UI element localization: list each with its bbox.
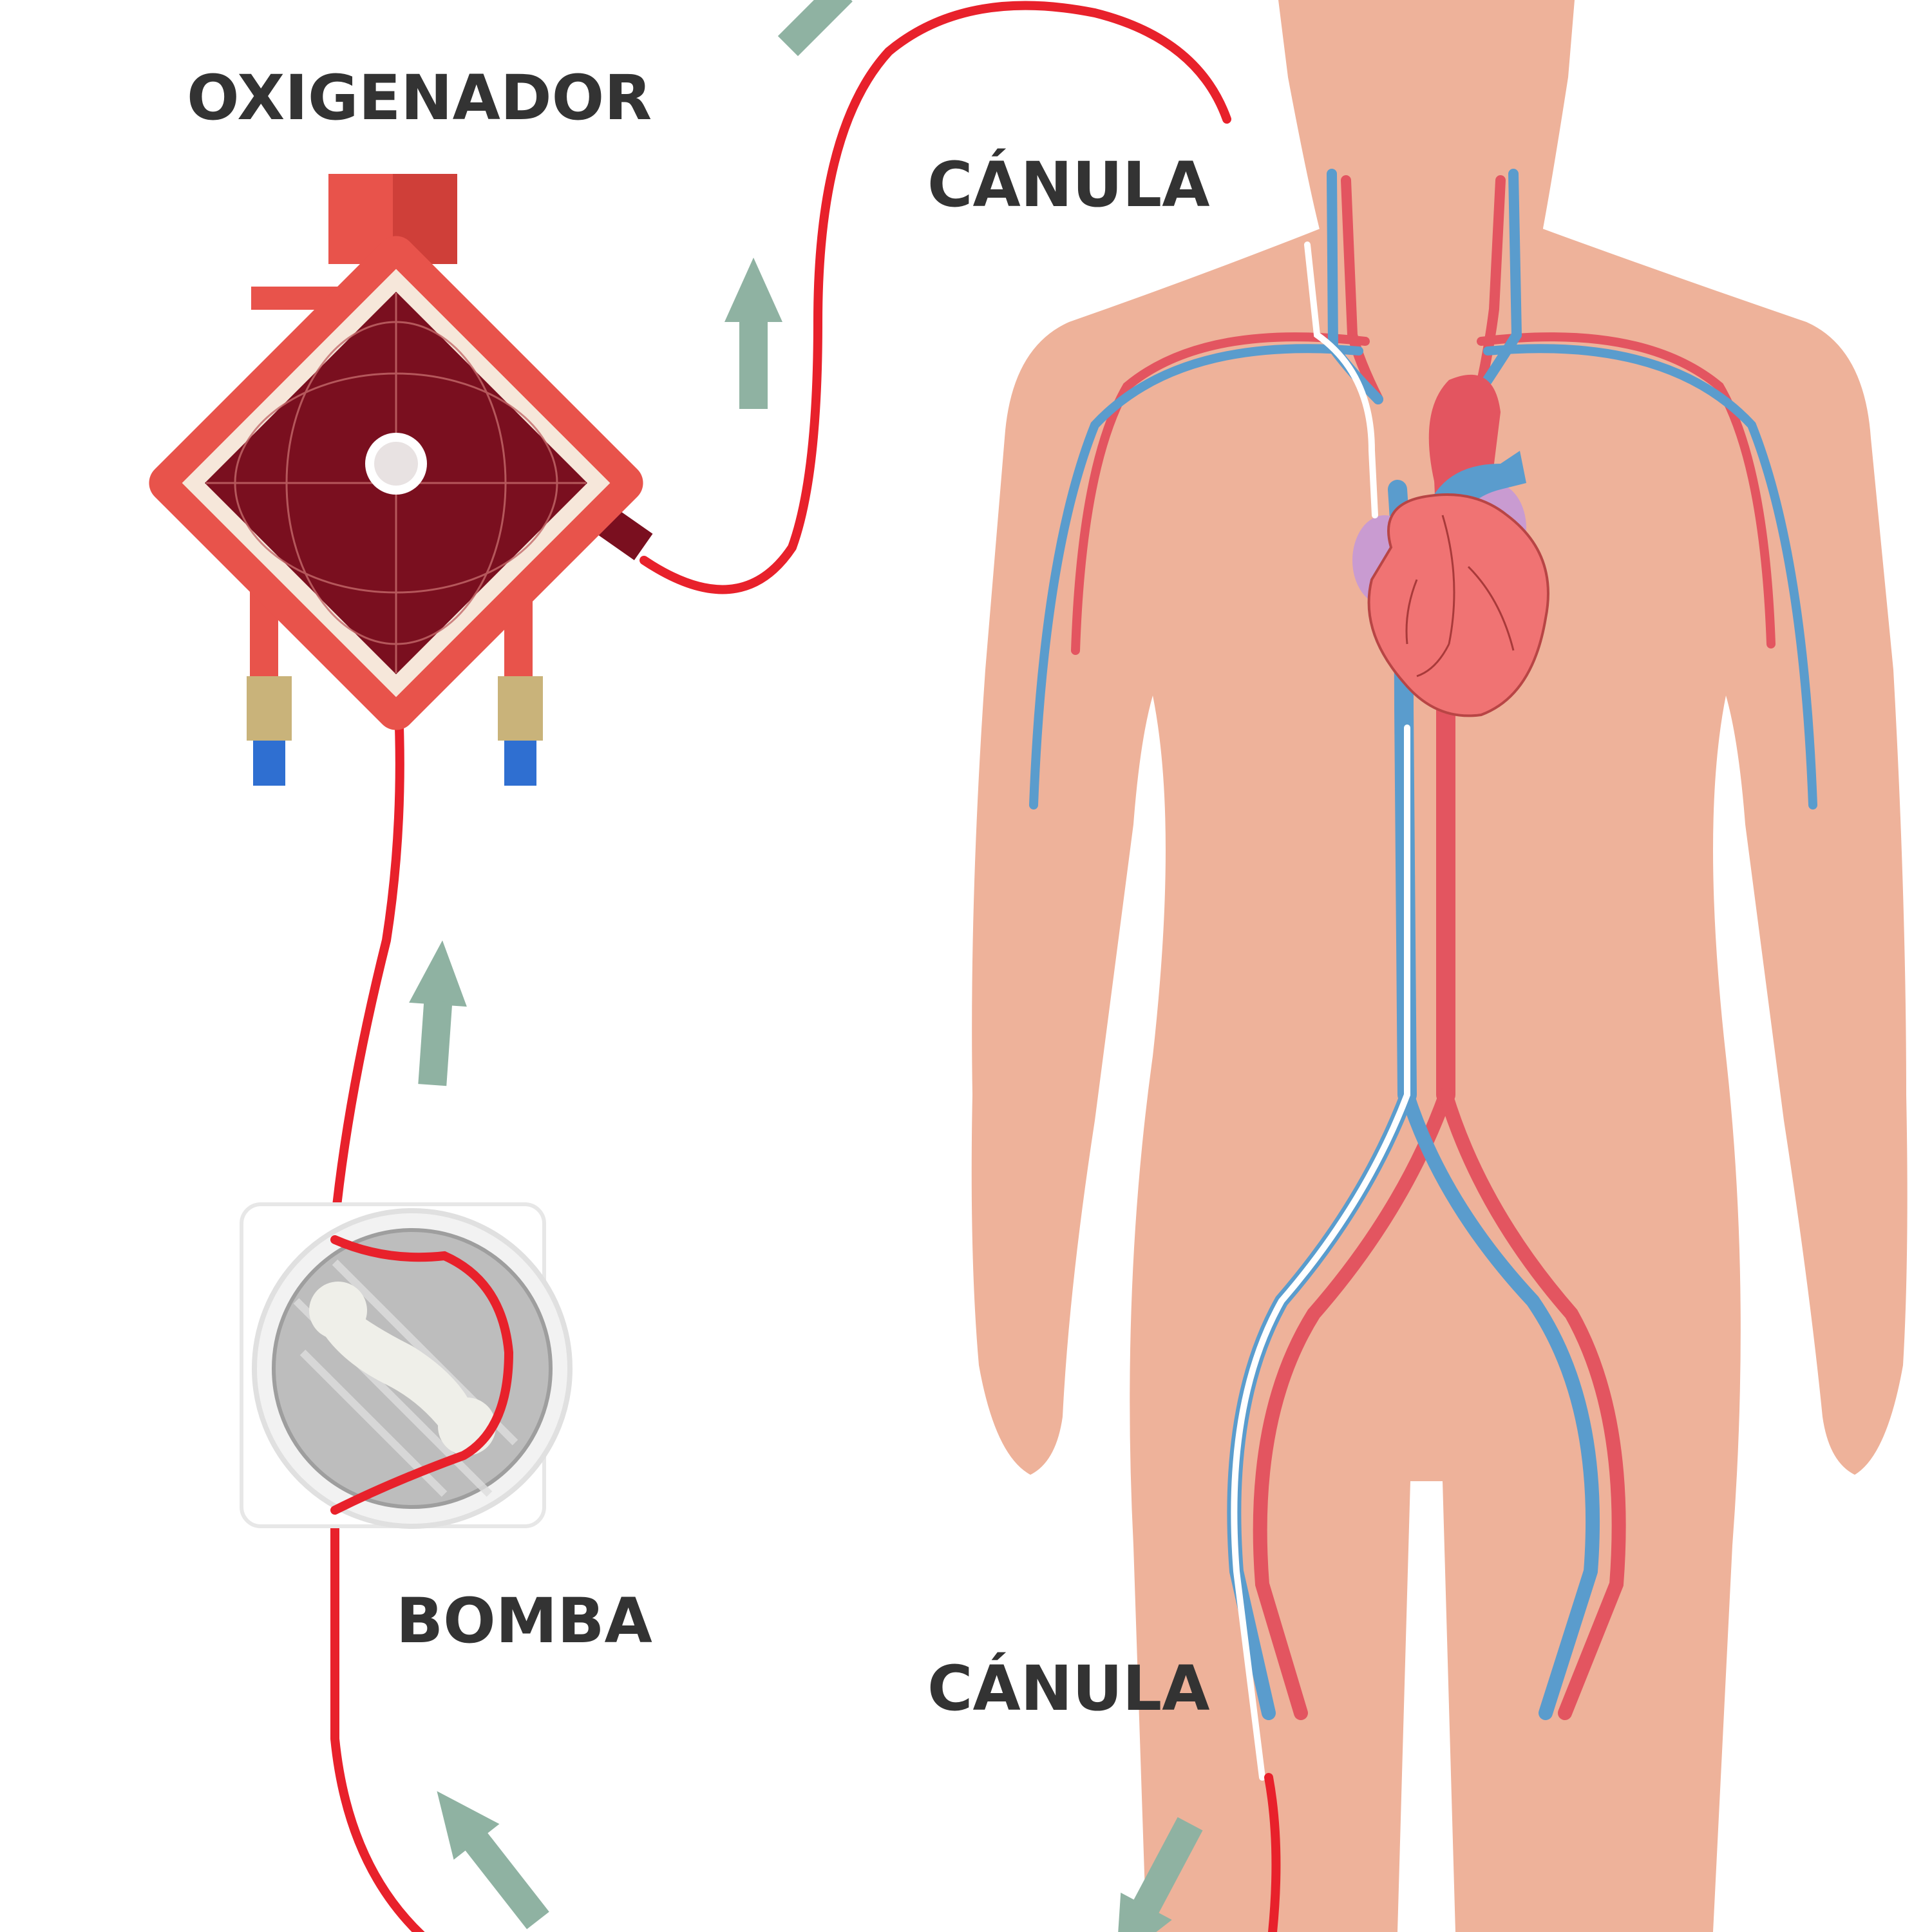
label-cannula-upper: CÁNULA [927, 148, 1210, 221]
oxygenator-leg-left-cap [253, 741, 285, 786]
cannula-lower-line [1231, 724, 1410, 1781]
artery-leg-left [1253, 1088, 1453, 1720]
heart-icon [1352, 374, 1549, 717]
vein-arm-right [1483, 344, 1817, 810]
label-oxygenator: OXIGENADOR [187, 62, 652, 134]
label-pump: BOMBA [396, 1585, 652, 1657]
pump-roller-top [309, 1282, 367, 1340]
heart-vessel-lines [1405, 515, 1515, 677]
oxygenator-leg-right-collar [498, 676, 543, 741]
flow-arrow-up-left [409, 940, 467, 1086]
tube-lower-cannula-end [1264, 1773, 1281, 1932]
flow-arrow-top [777, 0, 853, 57]
flow-arrow-bottom-right [1116, 1817, 1203, 1932]
oxygenator-center-cap [374, 442, 418, 486]
ecmo-tubing [330, 1, 1281, 1932]
neck [1278, 0, 1575, 232]
cannulas [1231, 242, 1410, 1781]
flow-arrows [409, 0, 1203, 1932]
label-cannula-lower: CÁNULA [927, 1652, 1210, 1725]
tube-pump-to-cannula [330, 1502, 425, 1932]
oxygenator-icon [149, 174, 653, 786]
oxygenator-leg-right-cap [504, 741, 536, 786]
artery-arm-left [1071, 332, 1370, 655]
vein-arm-left [1029, 344, 1363, 810]
heart-body [1367, 493, 1549, 717]
vein-leg-right [1400, 1088, 1600, 1720]
artery-leg-right [1439, 1088, 1626, 1720]
cannula-upper-line [1304, 242, 1378, 518]
pump-roller-bottom [438, 1397, 496, 1455]
aortic-arch [1428, 374, 1501, 489]
flow-arrow-bottom-left [437, 1791, 549, 1929]
oxygenator-leg-left-collar [247, 676, 292, 741]
artery-arm-right [1477, 332, 1776, 649]
roller-pump-icon [240, 1202, 573, 1529]
tube-oxygenator-to-pump [330, 723, 404, 1247]
pump-tube [330, 1235, 514, 1515]
tube-oxygenator-to-cannula [639, 1, 1231, 594]
flow-arrow-up-right [724, 258, 782, 409]
